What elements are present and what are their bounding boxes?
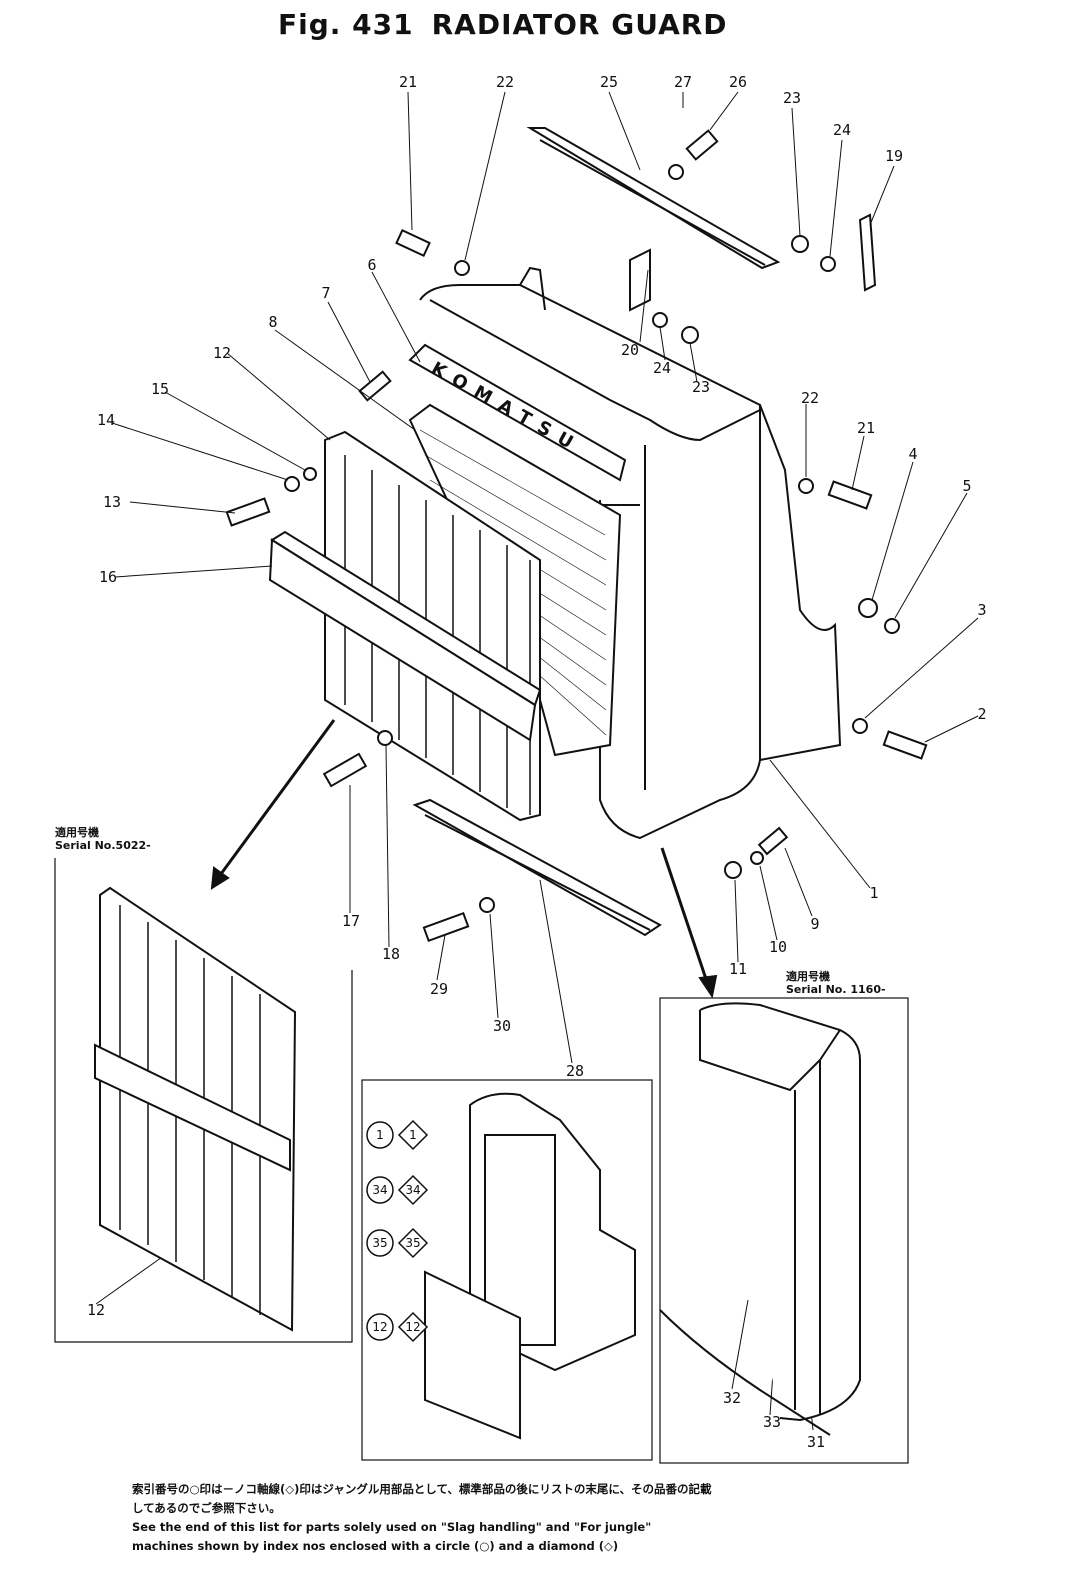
callout-26: 26 — [728, 73, 748, 91]
callout-5: 5 — [962, 477, 972, 495]
inset-arrows — [210, 719, 718, 999]
left-inset-label: 適用号機 Serial No.5022- — [55, 826, 151, 852]
callout-24: 24 — [832, 121, 852, 139]
radiator-guard-shell — [419, 266, 842, 840]
callout-23: 23 — [782, 89, 802, 107]
callout-12: 12 — [86, 1301, 106, 1319]
callout-2: 2 — [977, 705, 987, 723]
footnote-en-line-1: See the end of this list for parts solel… — [132, 1520, 652, 1534]
callout-25: 25 — [599, 73, 619, 91]
callout-29: 29 — [429, 980, 449, 998]
left-inset-grille — [54, 858, 353, 1343]
middle-inset-panel — [361, 1079, 653, 1461]
right-inset-side-panel — [659, 997, 909, 1464]
callout-27: 27 — [673, 73, 693, 91]
callout-19: 19 — [884, 147, 904, 165]
callout-22: 22 — [800, 389, 820, 407]
legend-circle-35: 35 — [372, 1236, 387, 1250]
right-inset-label: 適用号機 Serial No. 1160- — [786, 970, 886, 996]
legend-diamond-1: 1 — [409, 1128, 417, 1142]
callout-11: 11 — [728, 960, 748, 978]
callout-28: 28 — [565, 1062, 585, 1080]
callout-16: 16 — [98, 568, 118, 586]
legend-diamond-12: 12 — [405, 1320, 420, 1334]
leader-lines — [95, 91, 979, 1431]
right-inset-label-jp: 適用号機 — [786, 970, 830, 983]
callout-3: 3 — [977, 601, 987, 619]
callout-20: 20 — [620, 341, 640, 359]
figure-name: RADIATOR GUARD — [431, 8, 728, 41]
callout-6: 6 — [367, 256, 377, 274]
callout-21: 21 — [398, 73, 418, 91]
callout-22: 22 — [495, 73, 515, 91]
top-bracket-bar — [526, 127, 781, 270]
callout-23: 23 — [691, 378, 711, 396]
callout-7: 7 — [321, 284, 331, 302]
legend-symbols — [366, 1119, 429, 1343]
callout-21: 21 — [856, 419, 876, 437]
left-inset-serial: Serial No.5022- — [55, 839, 151, 852]
callout-32: 32 — [722, 1389, 742, 1407]
callout-17: 17 — [341, 912, 361, 930]
callout-12: 12 — [212, 344, 232, 362]
callout-15: 15 — [150, 380, 170, 398]
footnote: 索引番号の○印は－ノコ軸線(◇)印はジャングル用部品として、標準部品の後にリスト… — [132, 1480, 892, 1556]
callout-4: 4 — [908, 445, 918, 463]
callout-30: 30 — [492, 1017, 512, 1035]
figure-title: Fig. 431 RADIATOR GUARD — [278, 8, 746, 41]
callout-8: 8 — [268, 313, 278, 331]
callout-10: 10 — [768, 938, 788, 956]
right-inset-serial: Serial No. 1160- — [786, 983, 886, 996]
footnote-jp-line-1: 索引番号の○印は－ノコ軸線(◇)印はジャングル用部品として、標準部品の後にリスト… — [132, 1482, 712, 1496]
callout-18: 18 — [381, 945, 401, 963]
footnote-en-line-2: machines shown by index nos enclosed wit… — [132, 1539, 619, 1553]
callout-1: 1 — [869, 884, 879, 902]
legend-circle-34: 34 — [372, 1183, 387, 1197]
callout-13: 13 — [102, 493, 122, 511]
callout-9: 9 — [810, 915, 820, 933]
legend-circle-1: 1 — [376, 1128, 384, 1142]
legend-diamond-34: 34 — [405, 1183, 420, 1197]
bottom-bracket-bar — [412, 798, 662, 937]
footnote-jp-line-2: してあるのでご参照下さい。 — [132, 1501, 281, 1515]
callout-31: 31 — [806, 1433, 826, 1451]
figure-number: Fig. 431 — [278, 8, 414, 41]
cross-strap — [268, 530, 542, 742]
callout-14: 14 — [96, 411, 116, 429]
legend-circle-12: 12 — [372, 1320, 387, 1334]
callout-33: 33 — [762, 1413, 782, 1431]
legend-numbers: 1 1 34 34 35 35 12 12 — [372, 1128, 420, 1334]
left-inset-label-jp: 適用号機 — [55, 826, 99, 839]
legend-diamond-35: 35 — [405, 1236, 420, 1250]
callout-24: 24 — [652, 359, 672, 377]
